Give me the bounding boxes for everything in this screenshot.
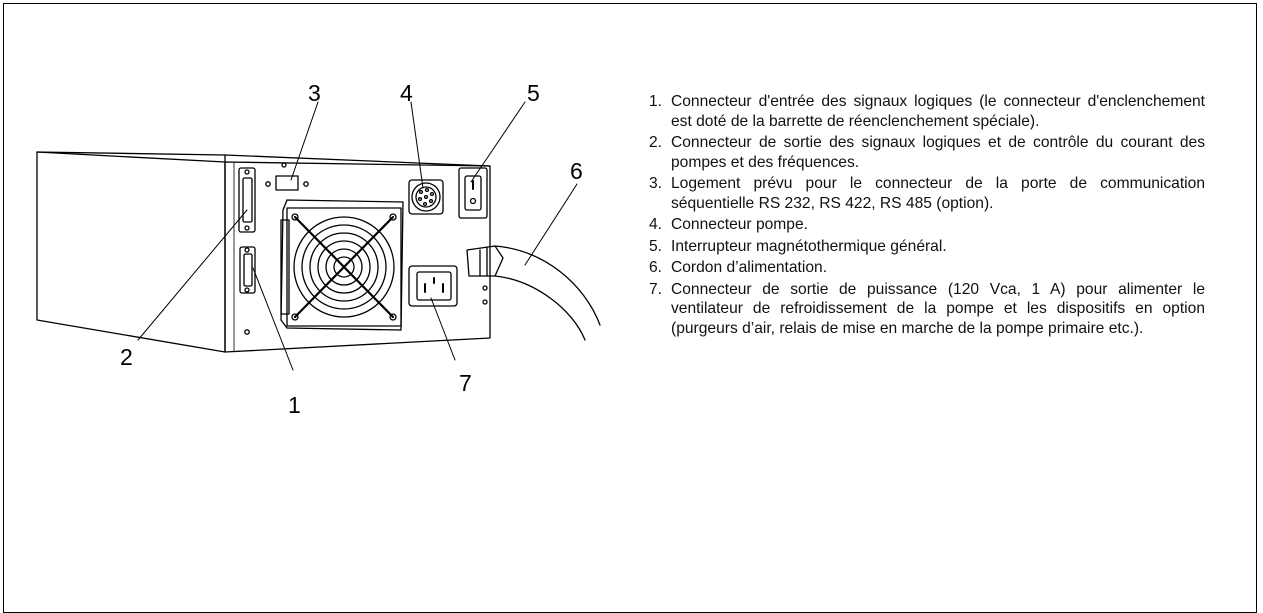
- legend-item: 1.Connecteur d'entrée des signaux logiqu…: [649, 93, 1205, 130]
- legend-item: 3.Logement prévu pour le connecteur de l…: [649, 175, 1205, 212]
- legend-item: 7.Connecteur de sortie de puissance (120…: [649, 280, 1205, 337]
- legend-list: 1.Connecteur d'entrée des signaux logiqu…: [637, 92, 1205, 340]
- callout-1: 1: [288, 392, 301, 418]
- legend-item: 6.Cordon d’alimentation.: [649, 259, 828, 276]
- callout-4: 4: [400, 80, 413, 106]
- callout-5: 5: [527, 80, 540, 106]
- callout-6: 6: [570, 158, 583, 184]
- pump-connector-icon: [408, 179, 444, 215]
- controller-rear-panel-icon: [36, 101, 601, 371]
- legend-item: 4.Connecteur pompe.: [649, 216, 808, 233]
- callout-2: 2: [120, 344, 133, 370]
- power-output-socket-icon: [408, 265, 458, 307]
- logic-output-connector-icon: [238, 167, 256, 233]
- legend-item: 5.Interrupteur magnétothermique général.: [649, 237, 947, 255]
- logic-input-connector-icon: [239, 246, 256, 294]
- power-cord-icon: [466, 245, 601, 341]
- legend-item: 2.Connecteur de sortie des signaux logiq…: [649, 134, 1205, 171]
- cooling-fan-icon: [280, 199, 404, 331]
- callout-3: 3: [308, 80, 321, 106]
- rear-panel: [224, 161, 491, 353]
- callout-7: 7: [459, 370, 472, 396]
- main-switch-icon: [458, 167, 488, 219]
- serial-port-slot-icon: [265, 162, 309, 191]
- callout-leaders: [137, 101, 578, 371]
